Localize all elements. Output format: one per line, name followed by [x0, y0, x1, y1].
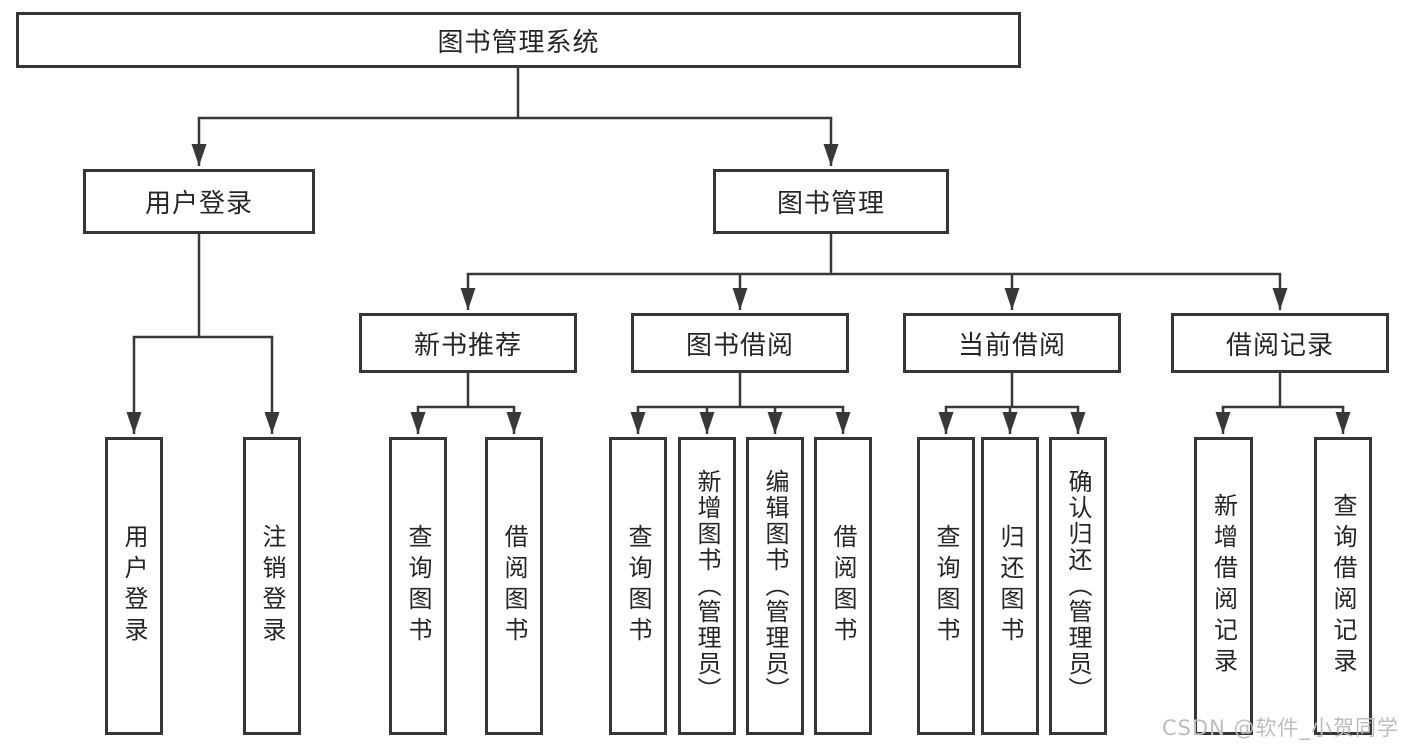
node-root: 图书管理系统: [16, 12, 1021, 68]
node-root-label: 图书管理系统: [437, 27, 600, 58]
leaf-edit-books-admin: 编辑图书（管理员）: [746, 437, 804, 735]
leaf-user-login: 用户登录: [105, 437, 163, 735]
node-current-borrowing-label: 当前借阅: [957, 330, 1066, 361]
node-book-borrowing-label: 图书借阅: [685, 330, 794, 361]
node-book-management-label: 图书管理: [776, 189, 885, 219]
leaf-query-borrow-record: 查询借阅记录: [1314, 437, 1372, 735]
leaf-query-books-3: 查询图书: [917, 437, 975, 735]
current-borrow-connectors: [938, 373, 1086, 434]
leaf-query-books-1-label: 查询图书: [404, 524, 432, 648]
leaf-add-borrow-record-label: 新增借阅记录: [1209, 493, 1238, 679]
leaf-query-books-2: 查询图书: [609, 437, 667, 735]
leaf-borrow-books-2-label: 借阅图书: [829, 524, 857, 648]
leaf-edit-books-admin-label: 编辑图书（管理员）: [761, 469, 789, 703]
node-borrowing-records-label: 借阅记录: [1225, 330, 1334, 361]
borrow-records-connectors: [1215, 373, 1351, 434]
book-mgmt-connectors: [460, 234, 1288, 310]
leaf-return-books: 归还图书: [981, 437, 1039, 735]
node-book-borrowing: 图书借阅: [631, 313, 849, 373]
leaf-add-books-admin: 新增图书（管理员）: [678, 437, 736, 735]
leaf-borrow-books-2: 借阅图书: [814, 437, 872, 735]
leaf-add-books-admin-label: 新增图书（管理员）: [693, 469, 721, 703]
node-new-book-recommend-label: 新书推荐: [413, 330, 522, 361]
leaf-logout-label: 注销登录: [258, 524, 286, 648]
leaf-query-books-2-label: 查询图书: [624, 524, 652, 648]
node-user-login: 用户登录: [83, 169, 315, 234]
leaf-confirm-return-admin: 确认归还（管理员）: [1049, 437, 1107, 735]
leaf-query-borrow-record-label: 查询借阅记录: [1329, 493, 1357, 679]
root-to-level2-connectors: [191, 68, 839, 166]
csdn-watermark: CSDN @软件_小贺同学: [1161, 716, 1399, 740]
leaf-query-books-1: 查询图书: [389, 437, 447, 735]
node-borrowing-records: 借阅记录: [1171, 313, 1389, 373]
node-new-book-recommend: 新书推荐: [359, 313, 577, 373]
leaf-logout: 注销登录: [243, 437, 301, 735]
new-book-connectors: [410, 373, 522, 434]
leaf-add-borrow-record: 新增借阅记录: [1194, 437, 1253, 735]
leaf-user-login-label: 用户登录: [120, 524, 148, 648]
user-login-connectors: [126, 234, 280, 434]
leaf-return-books-label: 归还图书: [996, 524, 1024, 648]
leaf-borrow-books-1: 借阅图书: [485, 437, 543, 735]
leaf-confirm-return-admin-label: 确认归还（管理员）: [1064, 469, 1092, 703]
node-book-management: 图书管理: [713, 169, 949, 234]
leaf-query-books-3-label: 查询图书: [932, 524, 960, 648]
node-current-borrowing: 当前借阅: [903, 313, 1121, 373]
leaf-borrow-books-1-label: 借阅图书: [500, 524, 528, 648]
node-user-login-label: 用户登录: [144, 189, 253, 219]
book-borrow-connectors: [630, 373, 851, 434]
